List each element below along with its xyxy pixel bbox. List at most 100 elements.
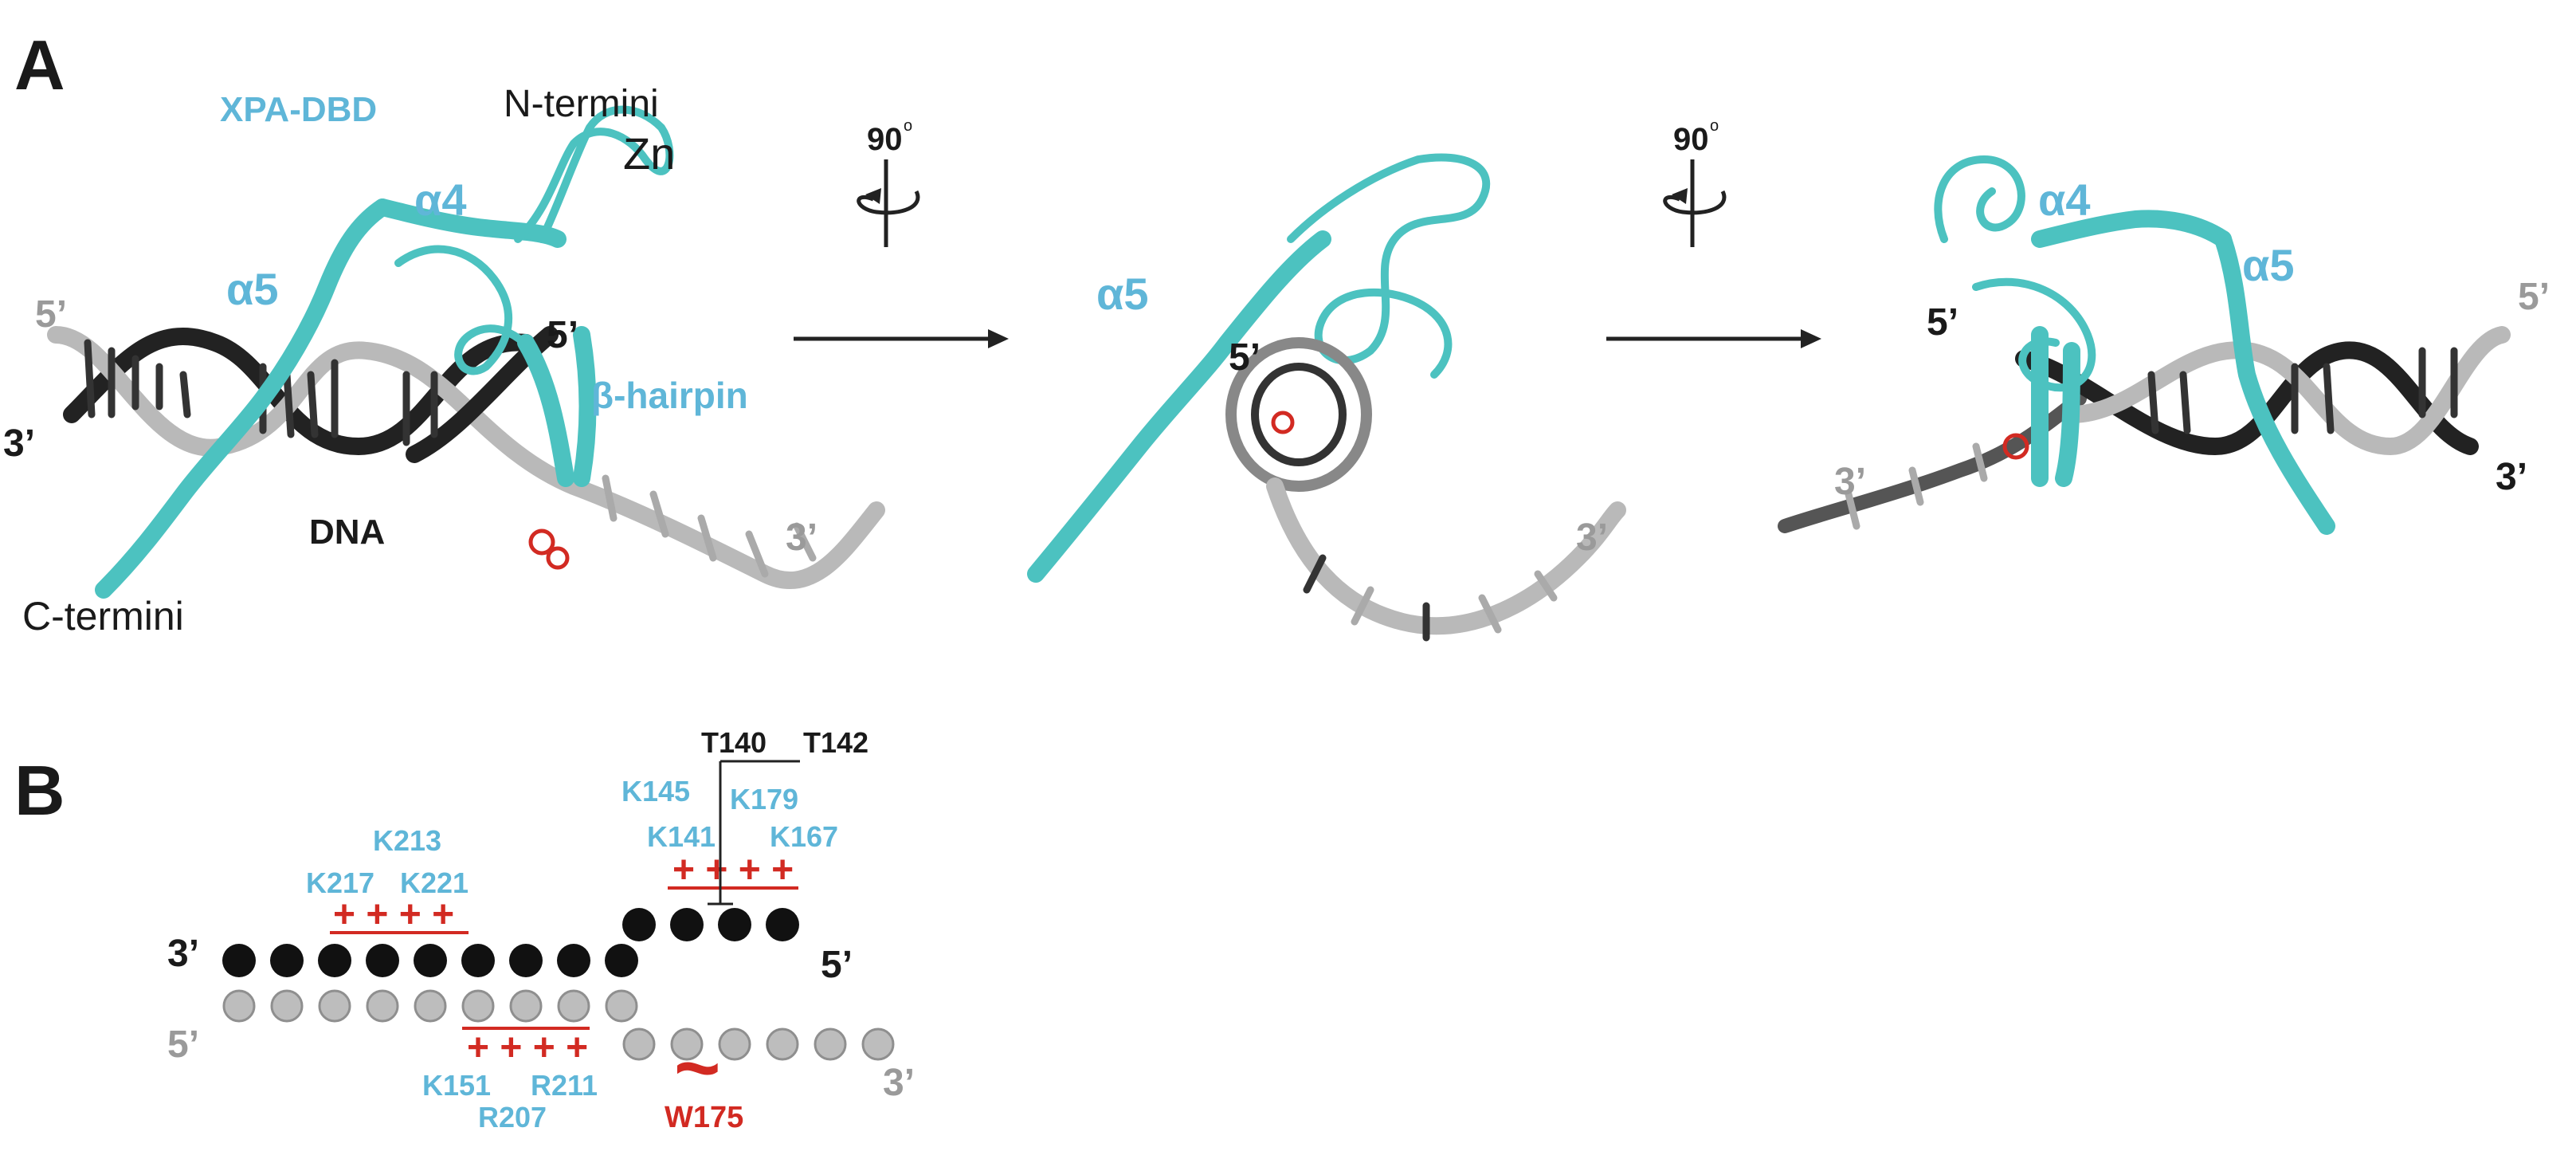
view1-five-prime-black-label: 5’ [547,314,578,356]
w175-stacking-symbol: ~ [674,1024,720,1113]
bottom-strand-overhang-nucleotide-4 [766,1027,799,1061]
group4-charges: + + + + [467,1027,588,1069]
top-strand-nucleotide-8 [557,944,590,977]
top-strand-nucleotide-3 [318,944,351,977]
residue-k179: K179 [730,783,798,815]
view3-w175-ring [2002,433,2029,460]
residue-k167: K167 [770,820,838,853]
residue-t140: T140 [701,726,767,759]
bottom-strand-nucleotide-6 [461,989,495,1023]
view3-zn-domain [1934,155,2025,243]
view1-w175-ring [528,528,570,570]
bottom-strand-overhang-nucleotide-1 [622,1027,656,1061]
top-strand-nucleotide-5 [414,944,447,977]
view3-three-prime-black-label: 3’ [2496,456,2527,498]
group2-charges: + + + + [672,849,794,891]
rotation-arrowhead-2 [1672,188,1688,204]
rotation-arrow-2 [1663,190,1727,215]
top-strand-nucleotide-2 [270,944,304,977]
view3-five-prime-grey-label: 5’ [2518,276,2550,318]
top-strand-right-end: 5’ [821,944,853,986]
residue-k221: K221 [400,866,469,899]
view2-base-pairs [1303,554,1558,642]
top-strand-overhang-nucleotide-1 [622,908,656,941]
residue-w175: W175 [665,1101,743,1134]
residue-k151: K151 [422,1069,491,1102]
view3-structure [1778,155,2511,535]
view2-dna-core [1251,363,1347,466]
residue-k145: K145 [621,775,690,807]
rotation-degree-2: o [1710,117,1719,135]
top-strand-nucleotide-1 [222,944,256,977]
panel-b-label: B [14,751,65,830]
view1-beta-hairpin-label: β-hairpin [591,375,748,416]
view1-base-pairs [84,339,817,578]
view3-base-pairs [1845,347,2458,530]
rotation-indicator-2: 90 o [1663,117,1727,247]
view1-alpha4-label: α4 [414,175,467,225]
panel-a-label: A [14,26,65,104]
rotation-arrowhead-1 [865,188,881,204]
transition-arrow-2 [1606,329,1821,348]
residue-k217: K217 [306,866,374,899]
rotation-indicator-1: 90 o [857,117,920,247]
bottom-strand-nucleotide-4 [366,989,399,1023]
view3-alpha4-helix [2031,210,2232,248]
bottom-strand-overhang-nucleotide-3 [718,1027,751,1061]
view1-n-termini-label: N-termini [504,83,659,125]
view1-beta-hairpin [517,326,597,487]
top-strand-nucleotide-9 [605,944,638,977]
view3-three-prime-grey-label: 3’ [1834,461,1866,503]
view2-alpha5-helix [1027,230,1331,583]
view2-protein-core [1287,153,1491,379]
view2-w175-ring [1271,411,1295,434]
view1-core-domain [394,245,546,375]
view1-three-prime-black-label: 3’ [3,422,35,465]
view1-xpa-dbd-label: XPA-DBD [220,90,377,129]
view1-alpha4-helix [374,198,567,248]
top-strand [222,908,799,977]
bottom-strand-nucleotide-2 [270,989,304,1023]
transition-arrow-1 [794,329,1009,348]
view1-three-prime-grey-label: 3’ [786,517,817,559]
rotation-angle-1: 90 [867,122,903,157]
residue-t142: T142 [803,726,868,759]
bottom-strand-right-end: 3’ [883,1062,915,1104]
bottom-strand-overhang-nucleotide-2 [670,1027,704,1061]
view3-five-prime-black-label: 5’ [1927,301,1958,344]
view3-dna-strand-light [2063,326,2511,456]
top-strand-nucleotide-7 [509,944,543,977]
residue-r211: R211 [531,1069,598,1102]
bottom-strand-overhang-nucleotide-6 [861,1027,895,1061]
residue-k213: K213 [373,824,441,857]
rotation-arrow-1 [857,190,920,215]
bottom-strand-nucleotide-9 [605,989,638,1023]
view2-alpha5-label: α5 [1096,269,1149,319]
view2-structure [1027,153,1626,642]
top-strand-nucleotide-4 [366,944,399,977]
view3-beta-hairpin [2030,326,2080,487]
residue-r207: R207 [478,1101,547,1134]
view2-dna-end-on [1225,337,1372,492]
bottom-strand-nucleotide-5 [414,989,447,1023]
view1-alpha5-label: α5 [226,264,279,314]
rotation-degree-1: o [904,117,912,135]
top-strand-nucleotide-6 [461,944,495,977]
view1-dna-label: DNA [309,513,385,552]
bottom-strand-overhang-nucleotide-5 [814,1027,847,1061]
group1-charges: + + + + [333,894,454,936]
view2-five-prime-label: 5’ [1229,336,1261,379]
rotation-angle-2: 90 [1673,122,1709,157]
view1-alpha5-helix [95,198,391,599]
top-strand-overhang-nucleotide-4 [766,908,799,941]
top-strand-overhang-nucleotide-2 [670,908,704,941]
view1-zn-label: Zn [623,128,675,179]
bottom-strand-nucleotide-7 [509,989,543,1023]
view1-structure [47,105,885,599]
bottom-strand-nucleotide-3 [318,989,351,1023]
view3-alpha5-label: α5 [2242,240,2295,290]
residue-k141: K141 [647,820,716,853]
top-strand-left-end: 3’ [167,933,199,975]
t140-t142-bracket [708,760,800,906]
